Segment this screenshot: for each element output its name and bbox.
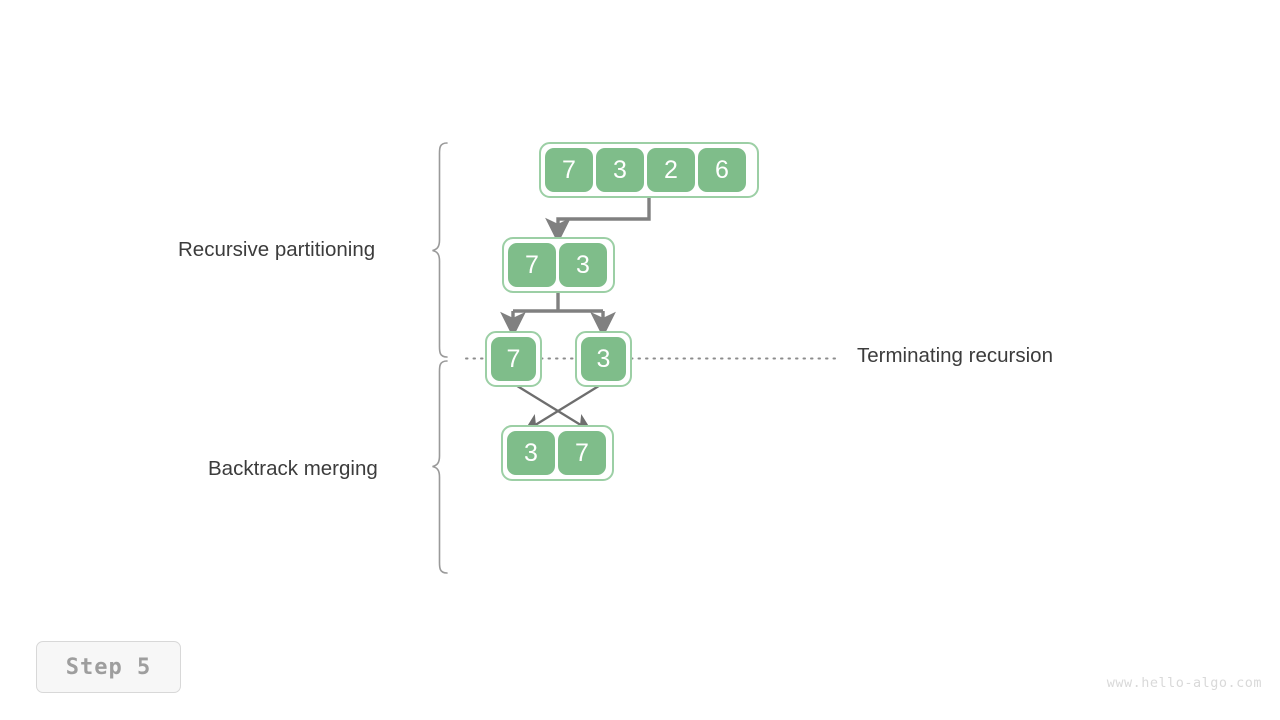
array-cell: 3 [596,148,644,192]
watermark: www.hello-algo.com [1106,675,1262,691]
left-subarray: 7 3 [502,237,615,293]
array-cell: 7 [558,431,606,475]
original-array: 7 3 2 6 [539,142,759,198]
array-cell: 3 [559,243,607,287]
step-badge: Step 5 [36,641,181,693]
array-cell: 3 [581,337,626,381]
array-cell: 2 [647,148,695,192]
array-cell: 7 [491,337,536,381]
array-cell: 7 [508,243,556,287]
arrow-leaf-right-to-merged-left [523,383,603,433]
array-cell: 3 [507,431,555,475]
label-terminating-recursion: Terminating recursion [857,344,1053,367]
leaf-element-right: 3 [575,331,632,387]
label-backtrack-merging: Backtrack merging [208,457,378,480]
merged-subarray: 3 7 [501,425,614,481]
array-cell: 7 [545,148,593,192]
leaf-element-left: 7 [485,331,542,387]
brace-recursive-partitioning [432,142,448,358]
brace-backtrack-merging [432,360,448,574]
arrow-leaf-left-to-merged-right [513,383,593,433]
arrow-root-to-left-half [545,197,651,244]
array-cell: 6 [698,148,746,192]
label-recursive-partitioning: Recursive partitioning [178,238,376,261]
